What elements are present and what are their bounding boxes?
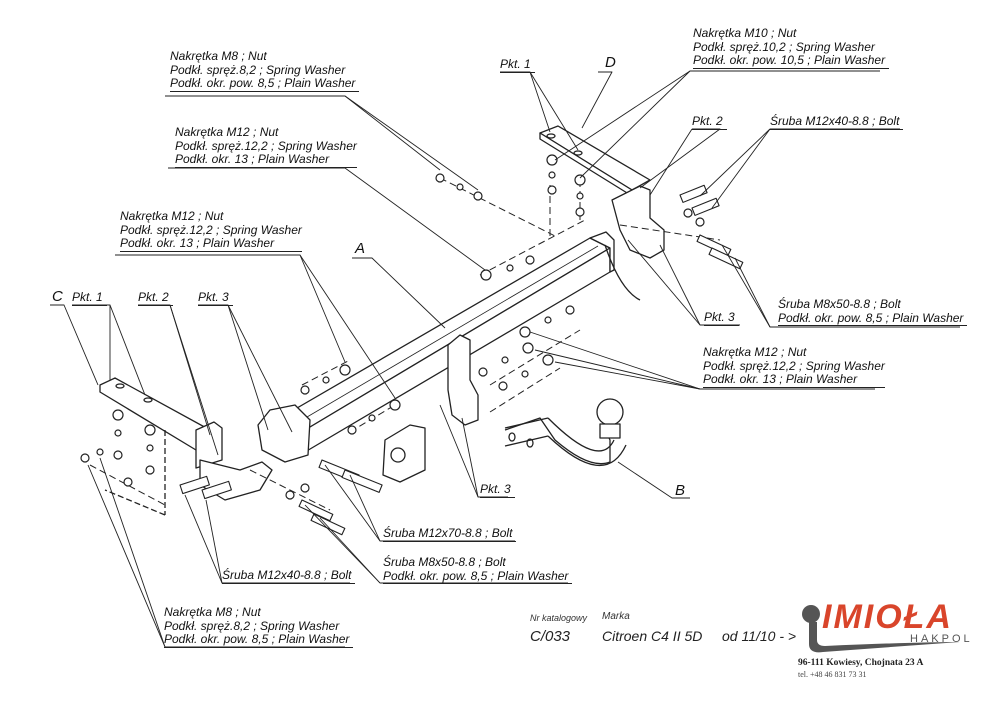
point-label-text: Pkt. 2 (138, 290, 173, 306)
callout-line: Śruba M8x50-8.8 ; Bolt (383, 555, 506, 569)
callout-line: Podkł. okr. 13 ; Plain Washer (120, 236, 302, 252)
brand-value: Citroen C4 II 5D (602, 628, 703, 644)
point-label-text: Pkt. 2 (692, 114, 727, 130)
point-label-pkt1-left: Pkt. 1 (72, 290, 107, 306)
callout-line: Podkł. okr. pow. 10,5 ; Plain Washer (693, 53, 890, 69)
callout-line: Nakrętka M8 ; Nut (164, 605, 261, 619)
callout-nut-m12-right: Nakrętka M12 ; Nut Podkł. spręż.12,2 ; S… (703, 345, 885, 388)
callout-nut-m8-top: Nakrętka M8 ; Nut Podkł. spręż.8,2 ; Spr… (170, 49, 360, 92)
point-label-pkt1-top: Pkt. 1 (500, 57, 535, 73)
point-label-pkt3-right: Pkt. 3 (704, 310, 739, 326)
callout-line: Podkł. spręż.12,2 ; Spring Washer (703, 358, 885, 373)
point-label-text: Pkt. 1 (500, 57, 535, 73)
callout-line: Podkł. okr. pow. 8,5 ; Plain Washer (383, 569, 573, 584)
callout-line: Podkł. spręż.12,2 ; Spring Washer (175, 138, 357, 153)
callout-line: Nakrętka M12 ; Nut (175, 125, 279, 139)
callout-line: Podkł. spręż.8,2 ; Spring Washer (170, 62, 346, 77)
point-label-pkt3-left: Pkt. 3 (198, 290, 233, 306)
callout-line: Śruba M12x40-8.8 ; Bolt (770, 114, 904, 130)
point-label-text: Pkt. 3 (704, 310, 739, 326)
callout-line: Nakrętka M12 ; Nut (120, 209, 224, 223)
callout-line: Śruba M8x50-8.8 ; Bolt (778, 297, 901, 311)
date-range: od 11/10 - > (722, 628, 797, 644)
callout-bolt-m8x50-right: Śruba M8x50-8.8 ; Bolt Podkł. okr. pow. … (778, 297, 968, 326)
catalog-number-value: C/033 (530, 628, 571, 645)
company-logo-text: IMIOŁA (822, 598, 953, 636)
point-label-pkt2-right: Pkt. 2 (692, 114, 727, 130)
brand-label: Marka (602, 611, 630, 622)
callout-line: Podkł. okr. pow. 8,5 ; Plain Washer (778, 311, 968, 326)
point-label-text: Pkt. 3 (480, 482, 515, 498)
callout-line: Nakrętka M8 ; Nut (170, 49, 267, 63)
bracket-c (99, 377, 273, 516)
callout-line: Nakrętka M10 ; Nut (693, 26, 797, 40)
callout-line: Podkł. okr. pow. 8,5 ; Plain Washer (170, 76, 360, 92)
callout-bolt-m12x40-left: Śruba M12x40-8.8 ; Bolt (222, 568, 356, 584)
callout-nut-m12-b: Nakrętka M12 ; Nut Podkł. spręż.12,2 ; S… (120, 209, 302, 252)
callout-line: Śruba M12x40-8.8 ; Bolt (222, 568, 356, 584)
callout-line: Podkł. spręż.8,2 ; Spring Washer (164, 618, 340, 633)
company-sub-text: HAKPOL (910, 633, 973, 645)
callout-line: Podkł. okr. 13 ; Plain Washer (703, 372, 885, 388)
callout-bolt-m8x50-bottom: Śruba M8x50-8.8 ; Bolt Podkł. okr. pow. … (383, 555, 573, 584)
point-label-pkt2-left: Pkt. 2 (138, 290, 173, 306)
part-letter-d: D (605, 54, 616, 71)
callout-nut-m8-bottom: Nakrętka M8 ; Nut Podkł. spręż.8,2 ; Spr… (164, 605, 354, 648)
part-letter-a: A (355, 240, 366, 257)
callout-line: Podkł. okr. pow. 8,5 ; Plain Washer (164, 632, 354, 648)
callout-line: Śruba M12x70-8.8 ; Bolt (383, 526, 517, 542)
point-label-pkt3-center: Pkt. 3 (480, 482, 515, 498)
point-label-text: Pkt. 1 (72, 290, 107, 306)
crossbar-a (284, 231, 615, 453)
part-letter-b: B (675, 482, 686, 499)
callout-bolt-m12x40-right: Śruba M12x40-8.8 ; Bolt (770, 114, 904, 130)
tow-ball-b (504, 398, 627, 467)
callout-line: Podkł. spręż.10,2 ; Spring Washer (693, 39, 875, 54)
point-label-text: Pkt. 3 (198, 290, 233, 306)
callout-line: Nakrętka M12 ; Nut (703, 345, 807, 359)
callout-nut-m12-a: Nakrętka M12 ; Nut Podkł. spręż.12,2 ; S… (175, 125, 357, 168)
callout-nut-m10: Nakrętka M10 ; Nut Podkł. spręż.10,2 ; S… (693, 26, 890, 69)
catalog-number-label: Nr katalogowy (530, 613, 588, 623)
company-phone: tel. +48 46 831 73 31 (798, 670, 867, 679)
company-address: 96-111 Kowiesy, Chojnata 23 A (798, 658, 924, 668)
tow-hook-logo-icon (802, 605, 960, 653)
callout-line: Podkł. spręż.12,2 ; Spring Washer (120, 222, 302, 237)
callout-line: Podkł. okr. 13 ; Plain Washer (175, 152, 357, 168)
callout-bolt-m12x70: Śruba M12x70-8.8 ; Bolt (383, 526, 517, 542)
part-letter-c: C (52, 288, 63, 305)
bracket-d (539, 125, 665, 301)
